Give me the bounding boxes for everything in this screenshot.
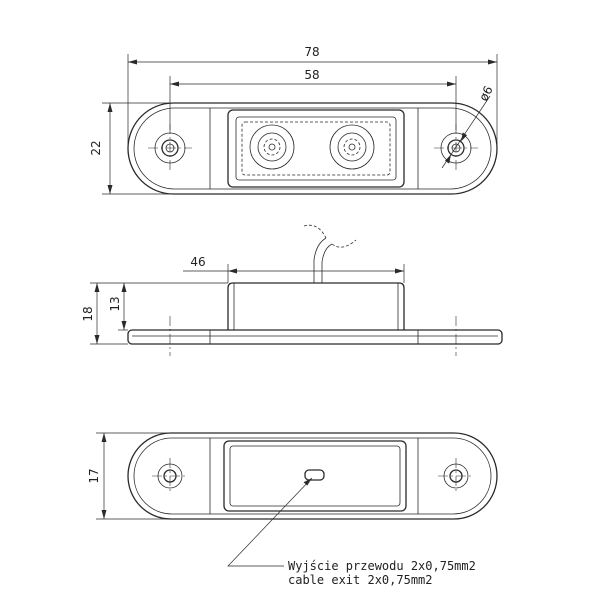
- dimension-22-label: 22: [89, 140, 103, 155]
- dimension-top-height: 22: [89, 102, 170, 195]
- cable-exit-note-pl: Wyjście przewodu 2x0,75mm2: [288, 559, 476, 573]
- mounting-hole-bottom-right: [438, 458, 474, 494]
- dimension-side-body-height: 13: [108, 283, 128, 331]
- mounting-hole-right: [434, 124, 478, 172]
- bottom-view-outline: [127, 432, 498, 520]
- bottom-housing-outline: [223, 440, 407, 512]
- led-left: [249, 124, 295, 170]
- side-view: 46 18 13: [81, 224, 503, 356]
- led-right: [329, 124, 375, 170]
- mounting-hole-bottom-left: [152, 458, 188, 494]
- base-plate: [127, 329, 503, 345]
- bottom-view: 17 Wyjście przewodu 2x0,75mm2 cable exit…: [87, 432, 498, 587]
- dimension-17-label: 17: [87, 468, 101, 483]
- top-view: 78 58 ø6 22: [89, 45, 498, 195]
- cable-exit-note-en: cable exit 2x0,75mm2: [288, 573, 433, 587]
- dimension-13-label: 13: [108, 296, 122, 311]
- dimension-hole-diameter: ø6: [441, 84, 496, 169]
- dimension-hole-spacing: 58: [169, 68, 457, 130]
- bottom-view-inner-outline: [133, 437, 492, 515]
- dimension-bottom-height: 17: [87, 432, 170, 520]
- dimension-total-length: 78: [127, 45, 498, 148]
- cable-exit-slot: [304, 469, 325, 481]
- mounting-hole-left: [148, 124, 192, 172]
- dimension-46-label: 46: [190, 255, 205, 269]
- dimension-18-label: 18: [81, 306, 95, 321]
- dimension-58-label: 58: [304, 68, 319, 82]
- cable-exit-leader: [227, 477, 313, 567]
- lens-window-inner: [235, 116, 397, 181]
- top-view-outline: [127, 102, 498, 195]
- dimension-diameter-label: ø6: [476, 84, 495, 104]
- cable: [303, 224, 357, 283]
- housing-body: [227, 282, 405, 330]
- dimension-housing-length: 46: [183, 255, 405, 283]
- top-view-inner-outline: [133, 107, 492, 190]
- dimension-side-total-height: 18: [81, 282, 228, 345]
- dimension-78-label: 78: [304, 45, 319, 59]
- lens-window: [227, 109, 405, 188]
